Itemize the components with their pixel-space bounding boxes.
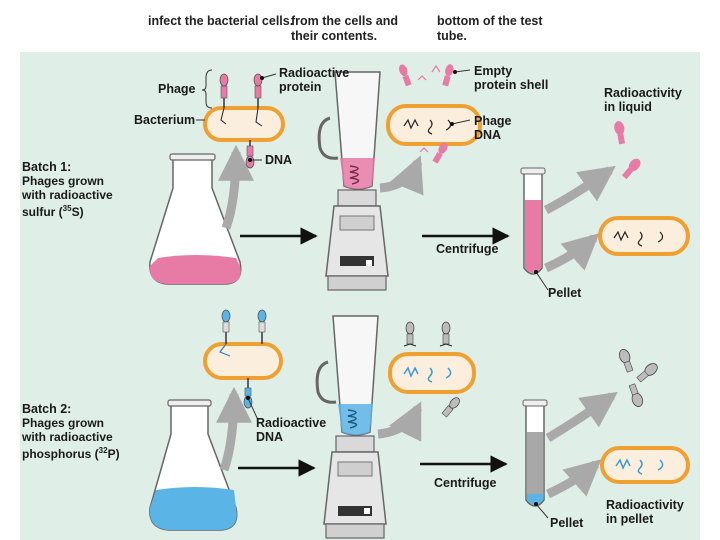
label-radioactivity-liquid-line2: in liquid (604, 100, 652, 114)
label-phage: Phage (158, 82, 196, 96)
bacterium-phage-dna-batch1 (386, 104, 482, 146)
batch1-isotope: 35 (62, 204, 72, 213)
label-radioactive-dna: Radioactive DNA (256, 416, 326, 444)
batch1-line3-post: S) (71, 205, 84, 219)
batch2-title: Batch 2: (22, 402, 72, 416)
flow-arrow-b1-liquid (543, 165, 616, 214)
top-caption-3-line2: tube. (437, 29, 467, 43)
top-caption-2: from the cells and their contents. (291, 14, 398, 44)
flow-arrow-b1-up (217, 144, 254, 230)
bacterium-batch2 (203, 309, 283, 409)
label-radioactivity-liquid: Radioactivity in liquid (604, 86, 682, 114)
batch2-description: Batch 2: Phages grown with radioactive p… (22, 402, 120, 461)
batch2-line3-pre: phosphorus ( (22, 447, 99, 461)
batch1-description: Batch 1: Phages grown with radioactive s… (22, 160, 113, 219)
batch1-line2: with radioactive (22, 188, 113, 202)
label-empty-protein-shell: Empty protein shell (474, 64, 548, 92)
label-phage-dna-line1: Phage (474, 114, 512, 128)
label-radioactive-protein-line2: protein (279, 80, 322, 94)
flask-batch1 (149, 153, 242, 285)
top-caption-1-text: infect the bacterial cells. (148, 14, 294, 28)
label-pellet-1: Pellet (548, 286, 582, 300)
label-radioactivity-pellet-line2: in pellet (606, 512, 654, 526)
bacterium-result-batch2 (600, 446, 690, 484)
batch1-title: Batch 1: (22, 160, 72, 174)
batch2-isotope: 32 (98, 446, 108, 455)
batch1-line3: sulfur (35S) (22, 202, 113, 219)
label-phage-dna: Phage DNA (474, 114, 512, 142)
label-centrifuge-1: Centrifuge (436, 242, 499, 256)
flow-arrow-b2-blender-out (377, 401, 423, 442)
label-empty-line2: protein shell (474, 78, 549, 92)
bacterium-phage-dna-batch2 (388, 352, 476, 394)
label-radioactive-protein-line1: Radioactive (279, 66, 350, 80)
top-caption-3-line1: bottom of the test (437, 14, 543, 28)
label-radioactivity-liquid-line1: Radioactivity (604, 86, 682, 100)
label-dna: DNA (265, 153, 293, 167)
batch2-line3-post: P) (107, 447, 120, 461)
bacterium-result-batch1 (598, 216, 690, 256)
top-caption-2-line2: their contents. (291, 29, 378, 43)
label-radioactive-dna-line1: Radioactive (256, 416, 327, 430)
top-caption-1: infect the bacterial cells. (148, 14, 293, 29)
label-radioactivity-pellet: Radioactivity in pellet (606, 498, 684, 526)
label-pellet-2: Pellet (550, 516, 584, 530)
label-empty-line1: Empty (474, 64, 513, 78)
flask-batch2 (149, 399, 238, 531)
top-caption-2-line1: from the cells and (291, 14, 398, 28)
flow-arrow-b2-up (215, 386, 252, 472)
label-radioactive-dna-line2: DNA (256, 430, 284, 444)
flow-arrow-b1-pellet (544, 233, 600, 273)
batch1-line1: Phages grown (22, 174, 105, 188)
batch1-line3-pre: sulfur ( (22, 205, 63, 219)
blender-batch1 (317, 71, 389, 291)
liquid-shells-batch2 (618, 349, 658, 407)
batch2-line3: phosphorus (32P) (22, 444, 120, 461)
liquid-shells-batch1 (614, 121, 641, 180)
test-tube-batch1 (520, 167, 549, 291)
label-radioactive-protein: Radioactive protein (279, 66, 349, 94)
flow-arrow-b2-pellet (546, 459, 602, 499)
flow-arrow-b2-liquid (545, 391, 618, 442)
batch2-line2: with radioactive (22, 430, 113, 444)
phage-brace (201, 69, 213, 109)
test-tube-batch2 (522, 399, 549, 519)
label-centrifuge-2: Centrifuge (434, 476, 497, 490)
top-caption-3: bottom of the test tube. (437, 14, 543, 44)
batch2-line1: Phages grown (22, 416, 105, 430)
label-radioactivity-pellet-line1: Radioactivity (606, 498, 684, 512)
label-bacterium: Bacterium (134, 113, 196, 127)
blender-batch2 (315, 315, 387, 539)
empty-shells-batch1 (399, 64, 471, 164)
label-phage-dna-line2: DNA (474, 128, 502, 142)
empty-shells-batch2 (403, 321, 460, 418)
bacterium-batch1 (203, 73, 285, 169)
flow-arrow-b1-blender-out (379, 155, 424, 196)
